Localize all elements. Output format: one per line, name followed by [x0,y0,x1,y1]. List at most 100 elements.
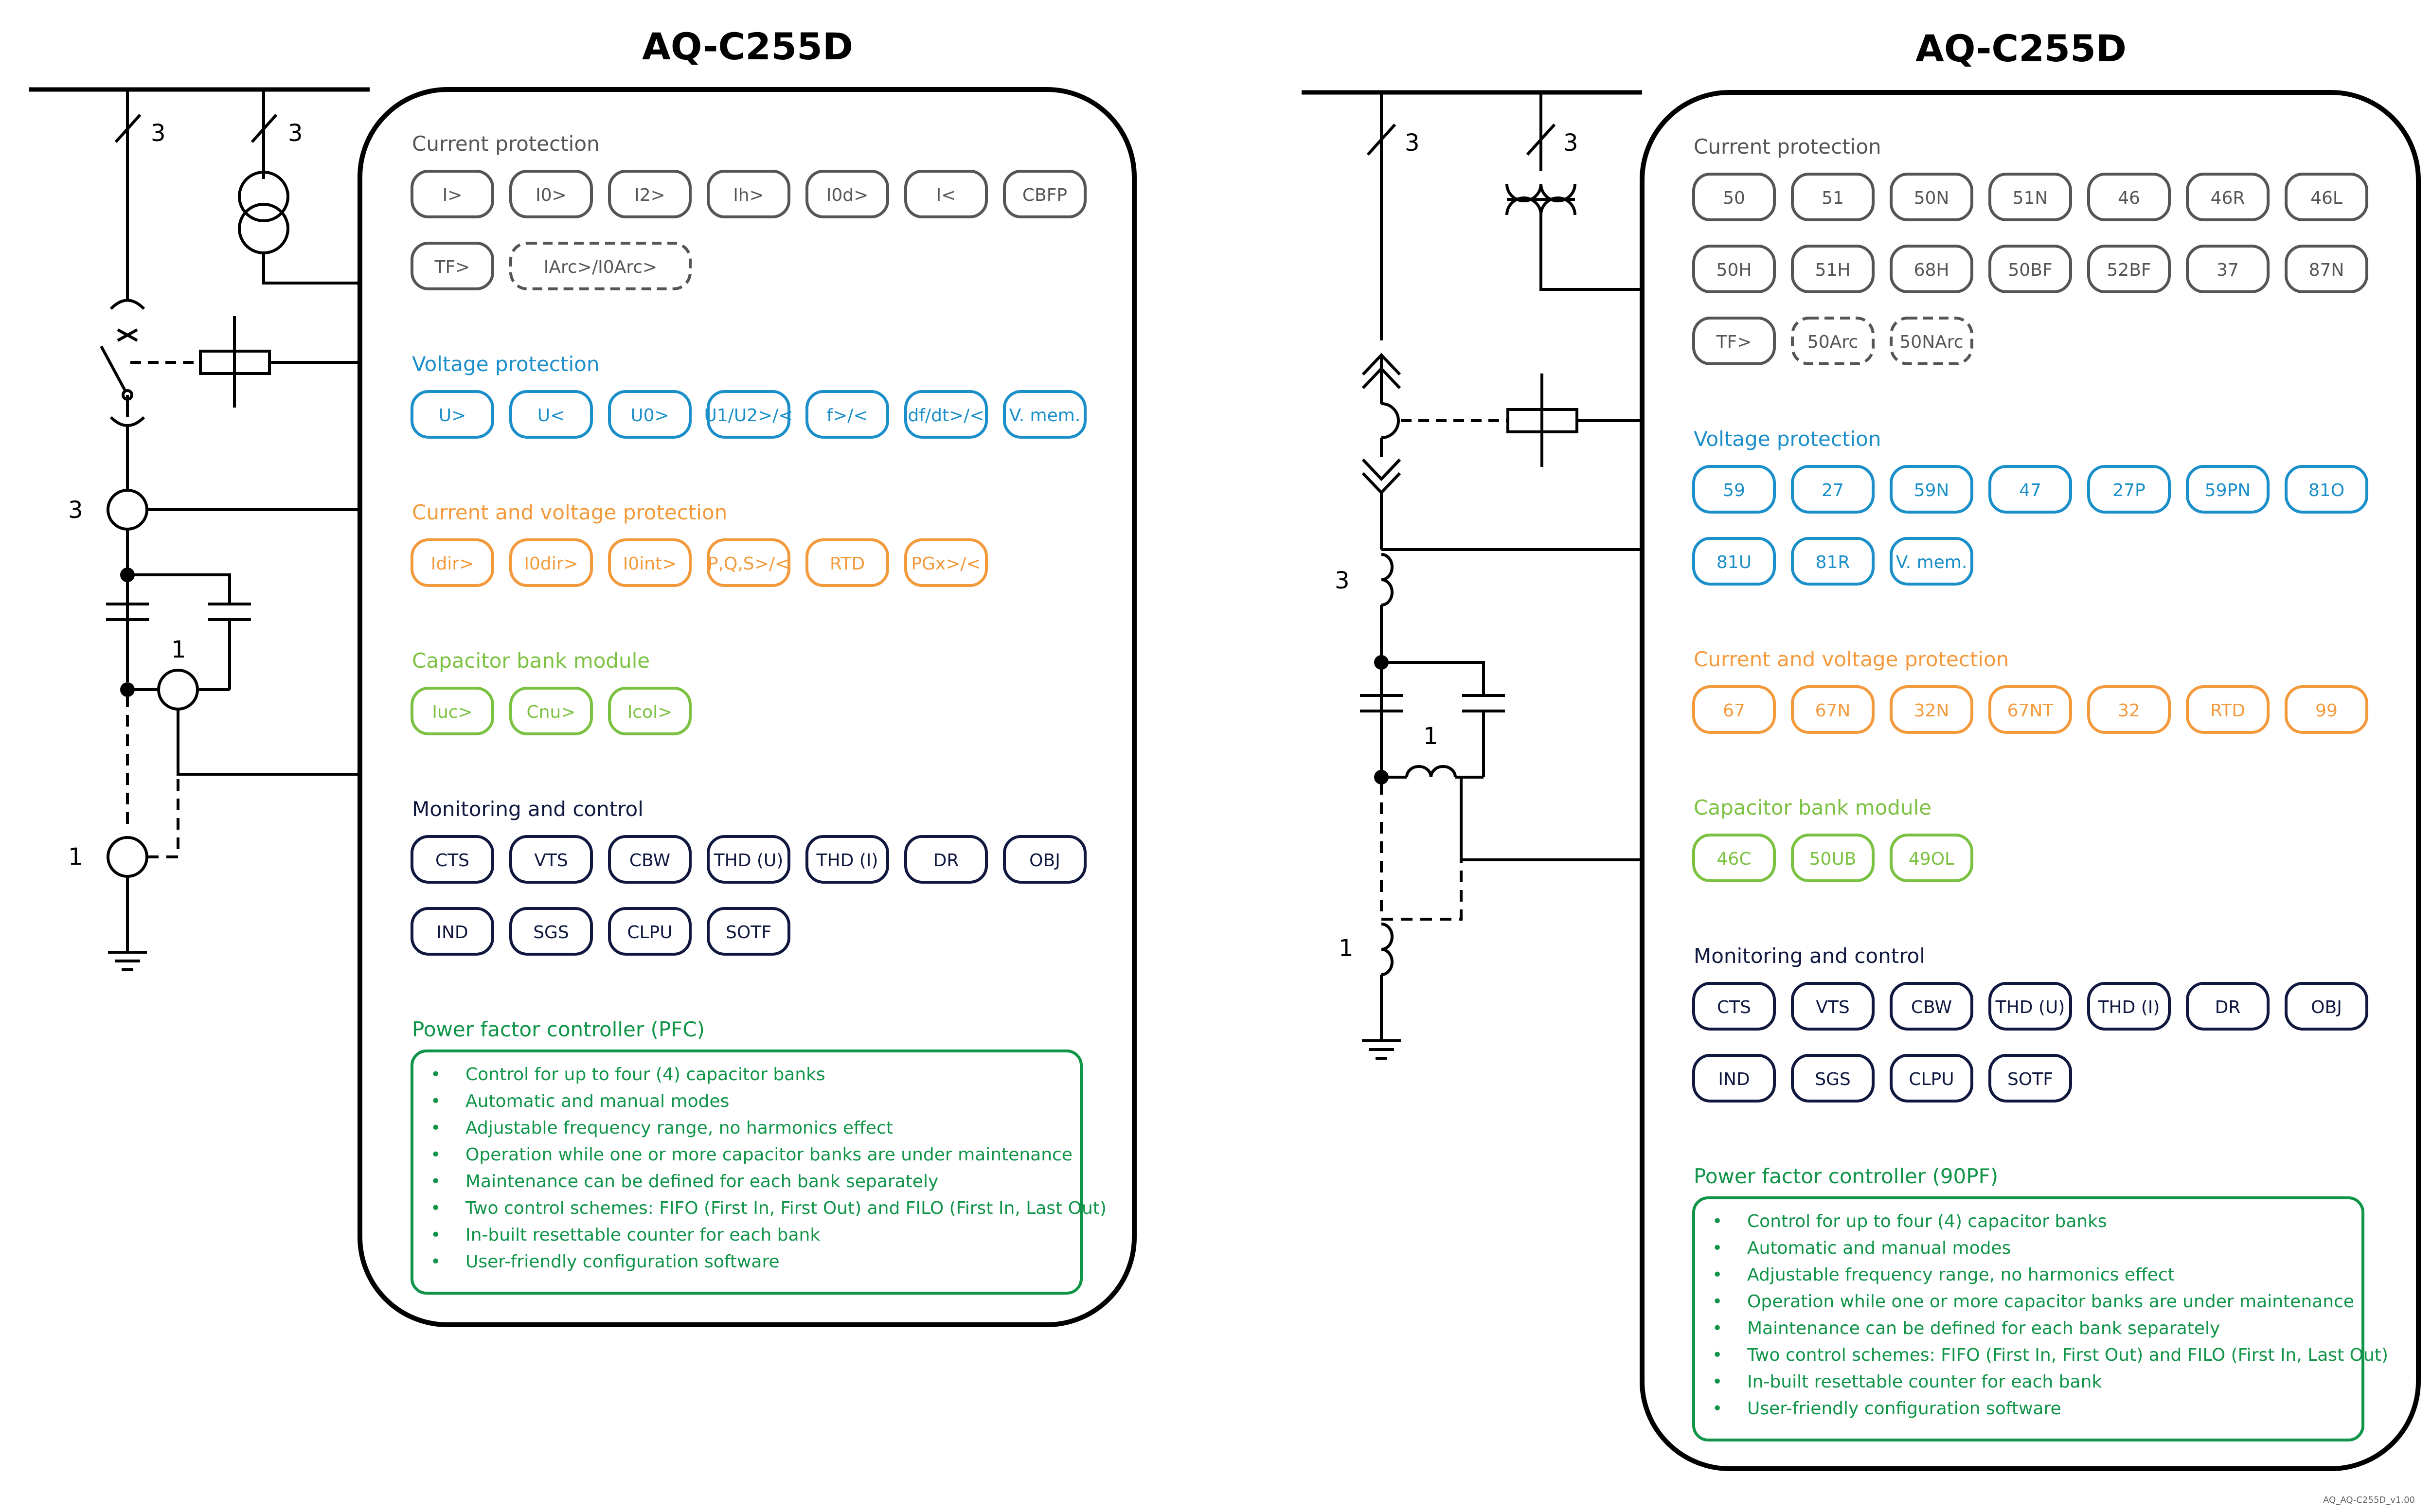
pfc-feature-item: Automatic and manual modes [465,1091,729,1111]
pfc-feature-item: Maintenance can be defined for each bank… [1747,1318,2220,1338]
function-badge-thd-u: THD (U) [1988,982,2072,1031]
function-badge-i0dir: I0dir> [509,538,593,587]
function-badge-37: 37 [2186,245,2270,293]
function-badge-label: CLPU [627,923,672,943]
function-badge-label: SGS [1815,1069,1851,1089]
function-badge-label: V. mem. [1896,552,1967,572]
function-badge-50bf: 50BF [1988,245,2072,293]
function-badge-label: 50N [1914,188,1949,208]
function-badge-50narc: 50NArc [1890,317,1973,365]
bullet-icon: • [430,1145,441,1165]
function-badge-label: 59N [1914,480,1949,500]
pfc-title: Power factor controller (PFC) [412,1017,705,1041]
bullet-icon: • [430,1091,441,1111]
function-badge-label: SGS [533,923,569,943]
function-badge-ind: IND [1692,1054,1776,1103]
section-title-monitoring-and-control: Monitoring and control [1694,944,1925,968]
function-badge-label: 67 [1723,701,1745,721]
function-badge-label: RTD [2210,701,2245,721]
function-badge-59pn: 59PN [2186,465,2270,514]
bullet-icon: • [430,1225,441,1245]
function-badge-label: 50BF [2008,260,2052,280]
section-title-current-and-voltage-protection: Current and voltage protection [412,500,727,524]
function-badge-label: 27P [2112,480,2146,500]
function-badge-label: VTS [1816,997,1849,1017]
function-badge-sotf: SOTF [707,907,790,956]
right-label-3b: 3 [1563,129,1578,157]
left-relay-box [358,87,1137,1327]
function-badge-cbw: CBW [608,835,692,884]
pfc-feature-item: Maintenance can be defined for each bank… [465,1172,938,1192]
pfc-feature-box [1692,1196,2364,1441]
function-badge-thd-u: THD (U) [707,835,790,884]
function-badge-cts: CTS [411,835,494,884]
function-badge-iarc-i0arc: IArc>/I0Arc> [509,242,692,290]
function-badge-icol: Icol> [608,687,692,735]
function-badge-label: 99 [2315,701,2338,721]
pfc-feature-item: Adjustable frequency range, no harmonics… [1747,1265,2175,1285]
function-badge-label: f>/< [826,406,868,426]
function-badge-label: SOTF [2007,1069,2053,1089]
function-badge-81o: 81O [2285,465,2368,514]
function-badge-label: 27 [1822,480,1844,500]
left-label-3a: 3 [151,120,166,147]
function-badge-df-dt: df/dt>/< [904,390,988,439]
function-badge-label: I< [936,185,956,205]
function-badge-u: U< [509,390,593,439]
function-badge-label: CBW [1911,997,1952,1017]
function-badge-label: 52BF [2107,260,2151,280]
function-badge-label: 59PN [2205,480,2251,500]
function-badge-46c: 46C [1692,834,1776,882]
function-badge-label: Ih> [733,185,764,205]
function-badge-f: f>/< [805,390,889,439]
function-badge-50n: 50N [1890,173,1973,221]
left-label-1b: 1 [68,843,83,871]
function-badge-label: 32 [2118,701,2140,721]
function-badge-51n: 51N [1988,173,2072,221]
bullet-icon: • [1712,1399,1722,1419]
function-badge-label: df/dt>/< [908,406,984,426]
function-badge-ih: Ih> [707,170,790,218]
left-neutral-ct [107,836,148,878]
section-title-current-and-voltage-protection: Current and voltage protection [1694,647,2009,671]
function-badge-i0d: I0d> [805,170,889,218]
function-badge-u0: U0> [608,390,692,439]
function-badge-67n: 67N [1791,685,1875,734]
function-badge-label: CBFP [1022,185,1067,205]
bullet-icon: • [1712,1318,1722,1338]
pfc-feature-item: Operation while one or more capacitor ba… [465,1145,1073,1165]
function-badge-label: CTS [1717,997,1751,1017]
function-badge-label: OBJ [2311,997,2342,1017]
function-badge-label: THD (I) [2098,997,2160,1017]
function-badge-cts: CTS [1692,982,1776,1031]
function-badge-vts: VTS [1791,982,1875,1031]
pfc-feature-item: User-friendly configuration software [1747,1399,2061,1419]
function-badge-label: 67NT [2007,701,2054,721]
function-badge-32n: 32N [1890,685,1973,734]
function-badge-label: DR [2215,997,2241,1017]
section-title-capacitor-bank-module: Capacitor bank module [412,649,650,673]
pfc-feature-item: Two control schemes: FIFO (First In, Fir… [1747,1345,2388,1365]
function-badge-label: SOTF [726,923,771,943]
function-badge-label: 46C [1717,849,1752,869]
function-badge-sotf: SOTF [1988,1054,2072,1103]
section-title-current-protection: Current protection [412,132,600,156]
function-badge-label: CBW [629,851,670,871]
function-badge-label: I0> [536,185,567,205]
bullet-icon: • [1712,1211,1722,1231]
function-badge-dr: DR [904,835,988,884]
bullet-icon: • [1712,1265,1722,1285]
left-label-3c: 3 [68,497,83,524]
function-badge-sgs: SGS [509,907,593,956]
left-ct-symbol [107,489,148,531]
section-title-voltage-protection: Voltage protection [1694,427,1881,451]
function-badge-label: PGx>/< [911,554,981,574]
function-badge-label: 46 [2118,188,2140,208]
pfc-feature-item: Operation while one or more capacitor ba… [1747,1292,2354,1312]
function-badge-label: CTS [435,851,469,871]
function-badge-label: Idir> [431,554,474,574]
right-label-3c: 3 [1335,567,1350,594]
right-label-3a: 3 [1405,129,1420,157]
function-badge-46l: 46L [2285,173,2368,221]
function-badge-label: 50Arc [1807,332,1858,352]
